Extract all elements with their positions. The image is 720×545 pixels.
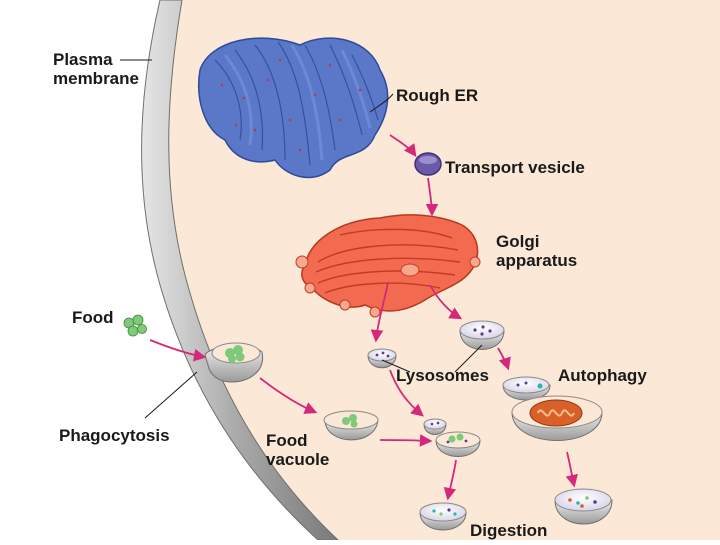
label-food: Food (72, 308, 114, 327)
label-golgi-apparatus: Golgi apparatus (496, 232, 578, 270)
food-vacuole (323, 410, 379, 441)
label-lysosomes: Lysosomes (396, 366, 489, 385)
label-plasma-membrane: Plasma membrane (53, 50, 139, 88)
label-phagocytosis: Phagocytosis (59, 426, 170, 445)
process-arrows (149, 134, 578, 501)
label-digestion: Digestion (470, 521, 548, 540)
digestion-vacuole-left (419, 502, 467, 531)
label-rough-er: Rough ER (396, 86, 479, 105)
autophagy-vacuole (502, 376, 603, 441)
rough-er-organelle (198, 37, 389, 179)
leader-lines (120, 59, 483, 419)
mitochondrion (529, 399, 583, 427)
label-autophagy: Autophagy (558, 366, 647, 385)
transport-vesicle (414, 152, 442, 176)
lysosome-small (367, 348, 397, 369)
label-food-vacuole: Food vacuole (266, 431, 330, 469)
golgi-apparatus (295, 214, 481, 318)
fusing-vacuole (423, 418, 481, 457)
label-transport-vesicle: Transport vesicle (445, 158, 585, 177)
digestion-vacuole-right (554, 488, 613, 525)
phagocytosis-cup (204, 342, 264, 383)
lysosome-large (459, 320, 505, 350)
food-particle (123, 314, 147, 337)
